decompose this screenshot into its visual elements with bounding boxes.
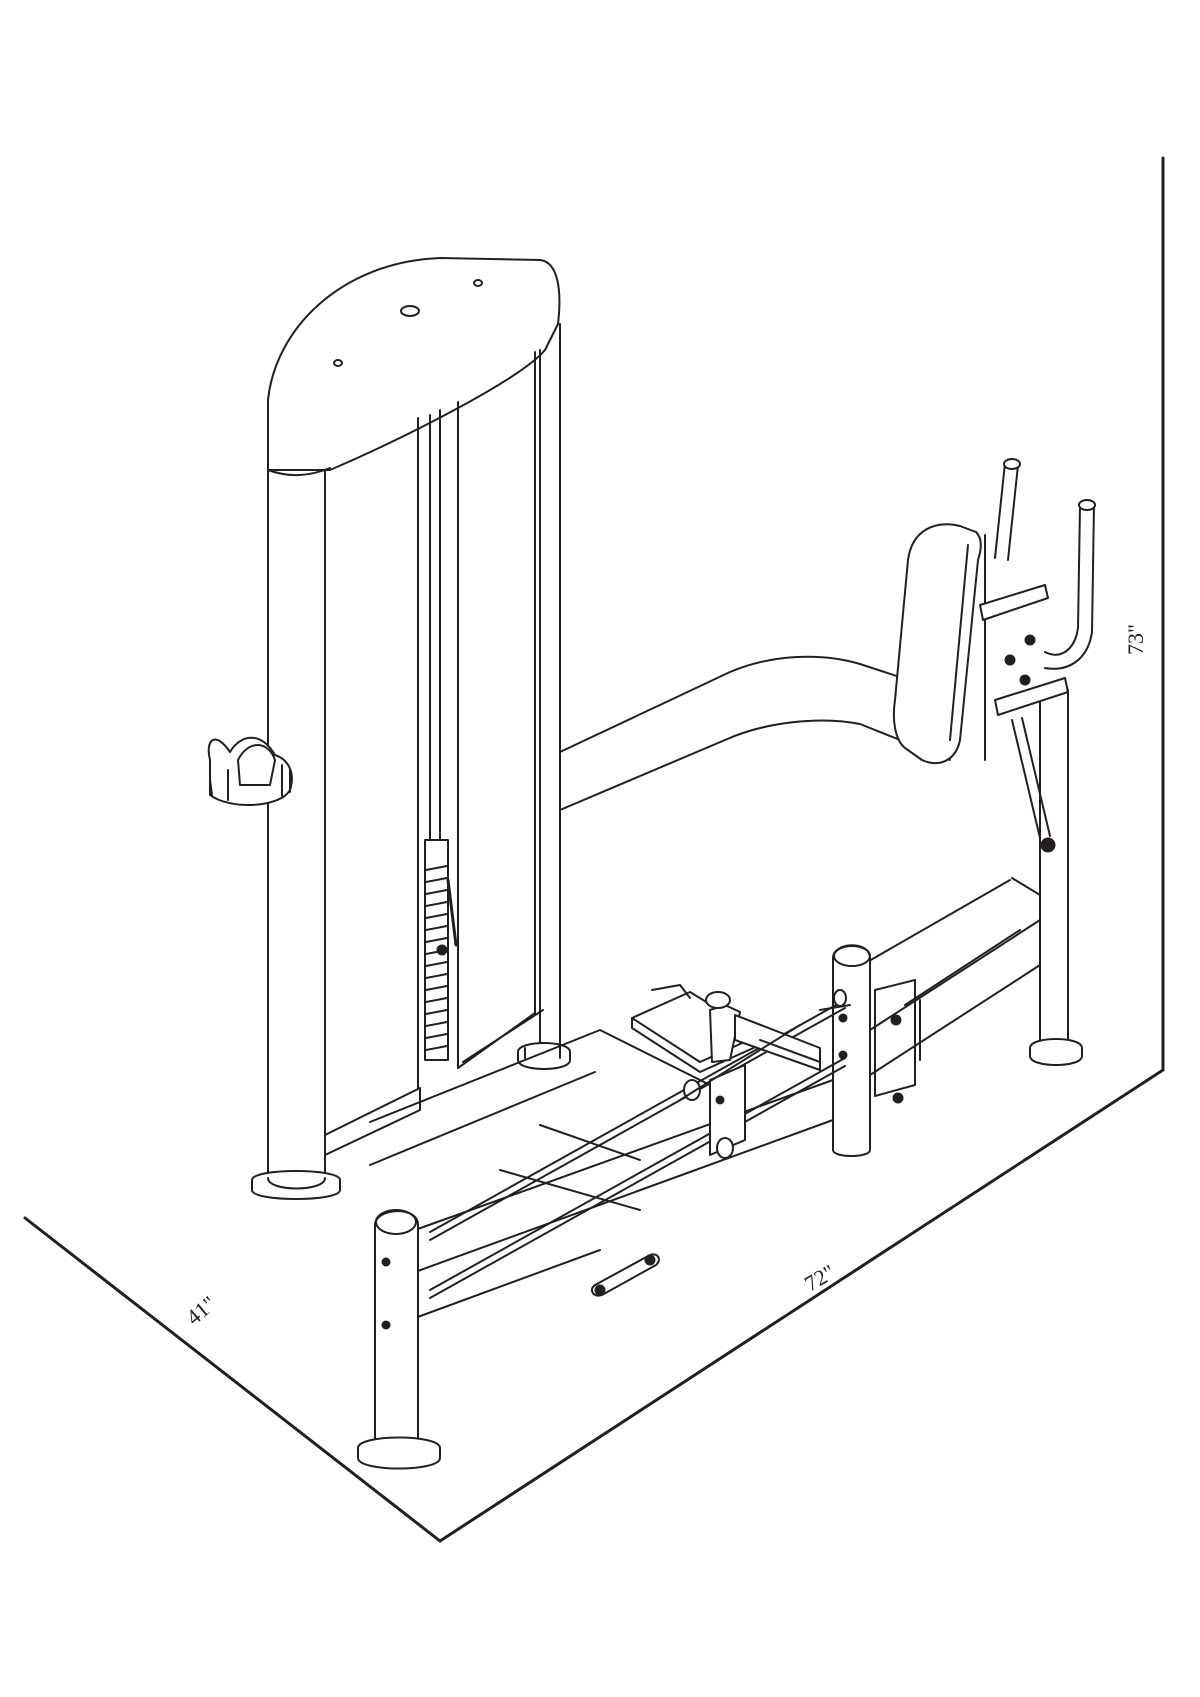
weight-stack-tower [207,257,571,1200]
dimension-labels: 73" 72" 41" [181,624,1148,1330]
weight-plates [425,865,448,1051]
bottle-holder [207,736,293,806]
length-dimension-label: 72" [800,1259,839,1296]
height-dimension-label: 73" [1123,624,1148,655]
back-pad-assembly [892,458,1096,853]
floor-footprint [23,156,1165,1543]
carriage [631,984,851,1159]
width-dimension-label: 41" [181,1291,221,1330]
